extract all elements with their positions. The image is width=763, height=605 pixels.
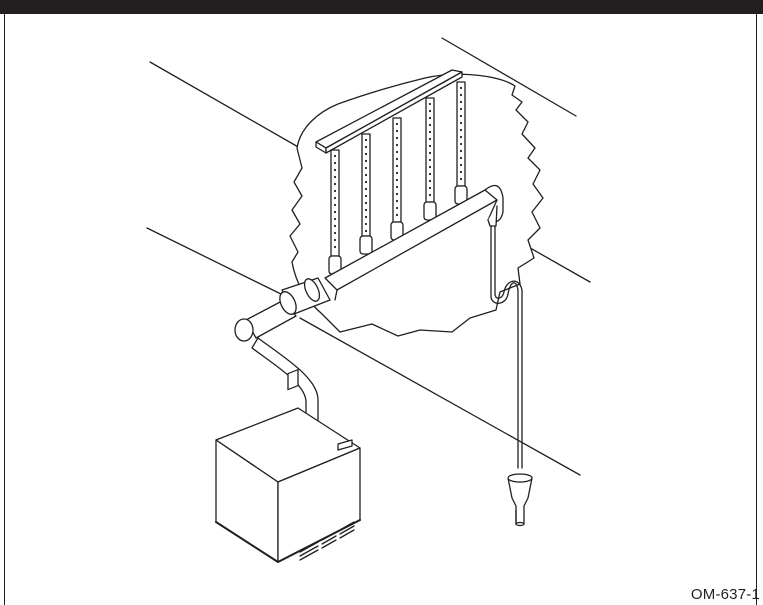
tube-orifice (364, 138, 368, 142)
tube-orifice (364, 215, 368, 219)
tube-orifice (364, 145, 368, 149)
tube-orifice (333, 182, 337, 186)
tube-orifice (395, 157, 399, 161)
tube-orifice (333, 231, 337, 235)
tube-orifice (428, 186, 432, 190)
tube-orifice (333, 154, 337, 158)
tube-orifice (459, 93, 463, 97)
control-display (287, 368, 299, 391)
tube-orifice (428, 165, 432, 169)
tube-orifice (395, 129, 399, 133)
dispersion-tubes (328, 81, 468, 275)
tube-orifice (364, 229, 368, 233)
tube-orifice (333, 175, 337, 179)
tube-orifice (428, 144, 432, 148)
tube-orifice (395, 213, 399, 217)
tube-orifice (395, 122, 399, 126)
tube-orifice (364, 166, 368, 170)
tube-orifice (364, 180, 368, 184)
tube-orifice (333, 189, 337, 193)
tube-orifice (364, 208, 368, 212)
tube-orifice (428, 130, 432, 134)
dispersion-tube-4 (423, 97, 437, 221)
tube-orifice (364, 194, 368, 198)
tube-orifice (333, 224, 337, 228)
tube-orifice (364, 222, 368, 226)
tube-orifice (395, 185, 399, 189)
figure-id: OM-637-1 (690, 586, 760, 603)
tube-orifice (333, 245, 337, 249)
drain-funnel (507, 473, 533, 527)
tube-orifice (459, 170, 463, 174)
tube-orifice (428, 109, 432, 113)
tube-orifice (459, 163, 463, 167)
tube-orifice (428, 158, 432, 162)
condensate-drain (490, 225, 523, 469)
dispersion-tube-1 (328, 149, 342, 275)
tube-orifice (395, 150, 399, 154)
tube-orifice (395, 192, 399, 196)
header-pipe (324, 184, 504, 301)
tube-orifice (395, 199, 399, 203)
tube-orifice (459, 142, 463, 146)
humidifier-cabinet (215, 368, 361, 563)
tube-orifice (459, 114, 463, 118)
tube-orifice (459, 121, 463, 125)
tube-orifice (333, 161, 337, 165)
tube-orifice (364, 152, 368, 156)
tube-orifice (333, 238, 337, 242)
tube-orifice (333, 168, 337, 172)
tube-orifice (364, 159, 368, 163)
tube-orifice (459, 107, 463, 111)
tube-orifice (459, 149, 463, 153)
tube-orifice (428, 123, 432, 127)
dispersion-tube-3 (390, 117, 404, 241)
tube-orifice (333, 196, 337, 200)
tube-orifice (333, 203, 337, 207)
tube-orifice (395, 171, 399, 175)
frame-right-border (756, 14, 757, 605)
tube-orifice (428, 179, 432, 183)
tube-orifice (459, 156, 463, 160)
tube-orifice (428, 102, 432, 106)
header-bar (0, 0, 763, 14)
tube-orifice (395, 164, 399, 168)
inlet-pipe (234, 277, 331, 342)
tube-orifice (395, 143, 399, 147)
tube-orifice (459, 177, 463, 181)
tube-orifice (459, 135, 463, 139)
tube-orifice (364, 187, 368, 191)
tube-orifice (395, 136, 399, 140)
tube-orifice (459, 128, 463, 132)
tube-orifice (428, 151, 432, 155)
tube-orifice (459, 86, 463, 90)
tube-orifice (333, 210, 337, 214)
tube-orifice (364, 173, 368, 177)
tube-orifice (333, 217, 337, 221)
tube-orifice (395, 178, 399, 182)
cabinet-vents (299, 521, 355, 561)
mounting-rail (315, 69, 463, 154)
tube-orifice (428, 137, 432, 141)
tube-orifice (428, 116, 432, 120)
top-fitting (337, 439, 353, 451)
tube-orifice (395, 206, 399, 210)
tube-orifice (459, 100, 463, 104)
frame-left-border (4, 14, 5, 605)
tube-orifice (428, 172, 432, 176)
tube-orifice (364, 201, 368, 205)
tube-orifice (428, 193, 432, 197)
dispersion-tube-2 (359, 133, 373, 255)
